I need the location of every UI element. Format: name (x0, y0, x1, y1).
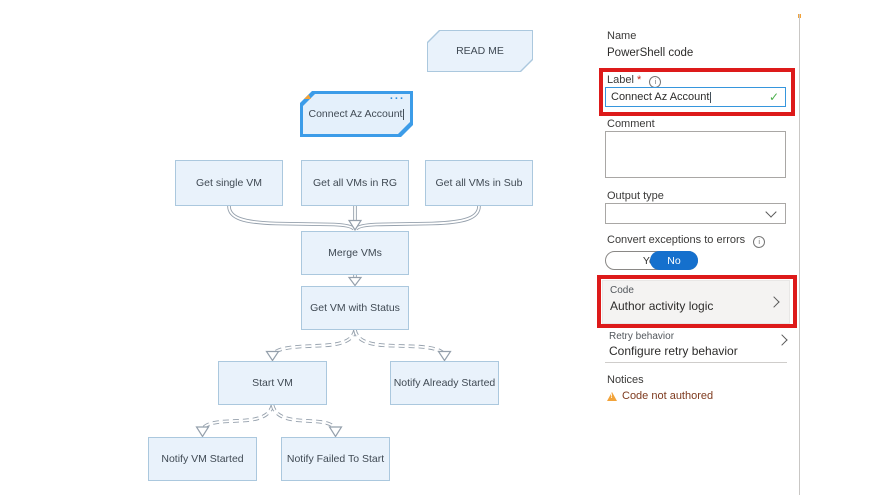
toggle-option-no[interactable]: No (650, 251, 698, 270)
node-label: Start VM (252, 377, 293, 389)
properties-panel: Name PowerShell code Label * Connect Az … (597, 0, 886, 498)
node-get-vm-with-status[interactable]: Get VM with Status (301, 286, 409, 330)
name-value: PowerShell code (607, 47, 694, 59)
node-label: READ ME (456, 45, 504, 57)
node-notify-vm-started[interactable]: Notify VM Started (148, 437, 257, 481)
node-notify-failed-to-start[interactable]: Notify Failed To Start (281, 437, 390, 481)
node-label: Connect Az Account (308, 108, 403, 120)
info-icon[interactable] (649, 75, 662, 88)
node-label: Get VM with Status (310, 302, 400, 314)
chevron-right-icon (768, 296, 780, 308)
comment-textarea[interactable] (605, 131, 786, 178)
flowchart-canvas[interactable]: READ ME Connect Az Account ... Get singl… (0, 0, 600, 498)
comment-label: Comment (607, 118, 655, 130)
node-connect-az-account[interactable]: Connect Az Account ... (300, 91, 413, 137)
chevron-right-icon (776, 334, 788, 346)
output-type-label: Output type (607, 190, 664, 202)
node-label: Notify Failed To Start (286, 453, 385, 465)
node-merge-vms[interactable]: Merge VMs (301, 231, 409, 275)
notices-label: Notices (607, 374, 644, 386)
node-label: Get single VM (196, 177, 262, 189)
node-menu-dots-icon[interactable]: ... (389, 90, 405, 102)
node-read-me[interactable]: READ ME (427, 30, 533, 72)
node-get-all-vms-in-rg[interactable]: Get all VMs in RG (301, 160, 409, 206)
node-label: Merge VMs (328, 247, 382, 259)
required-asterisk: * (636, 74, 642, 86)
node-start-vm[interactable]: Start VM (218, 361, 327, 405)
info-icon[interactable] (753, 235, 766, 248)
node-label: Notify VM Started (161, 453, 244, 465)
output-type-dropdown[interactable] (605, 203, 786, 224)
chevron-down-icon (765, 206, 777, 218)
convert-exceptions-label: Convert exceptions to errors (607, 234, 766, 248)
code-title: Code (610, 285, 634, 296)
node-get-all-vms-in-sub[interactable]: Get all VMs in Sub (425, 160, 533, 206)
check-icon (769, 90, 779, 104)
node-label: Notify Already Started (393, 377, 496, 389)
flow-connectors (195, 205, 481, 438)
section-divider (605, 362, 787, 363)
text-caret (710, 91, 712, 103)
retry-title: Retry behavior (609, 331, 675, 342)
code-section-button[interactable]: Code Author activity logic (602, 280, 790, 324)
name-label: Name (607, 30, 637, 42)
node-get-single-vm[interactable]: Get single VM (175, 160, 283, 206)
code-subtitle: Author activity logic (610, 299, 714, 313)
text-caret (403, 109, 404, 120)
warning-icon (607, 391, 617, 401)
node-label: Get all VMs in RG (312, 177, 398, 189)
notice-item: Code not authored (607, 390, 713, 402)
label-field-label: Label * (607, 74, 662, 88)
node-notify-already-started[interactable]: Notify Already Started (390, 361, 499, 405)
node-label: Get all VMs in Sub (435, 177, 523, 189)
label-input[interactable]: Connect Az Account (605, 87, 786, 107)
convert-exceptions-toggle[interactable]: Yes No (605, 251, 698, 270)
notice-text: Code not authored (622, 390, 714, 402)
panel-scrollbar[interactable] (799, 14, 800, 495)
retry-subtitle[interactable]: Configure retry behavior (609, 344, 738, 358)
